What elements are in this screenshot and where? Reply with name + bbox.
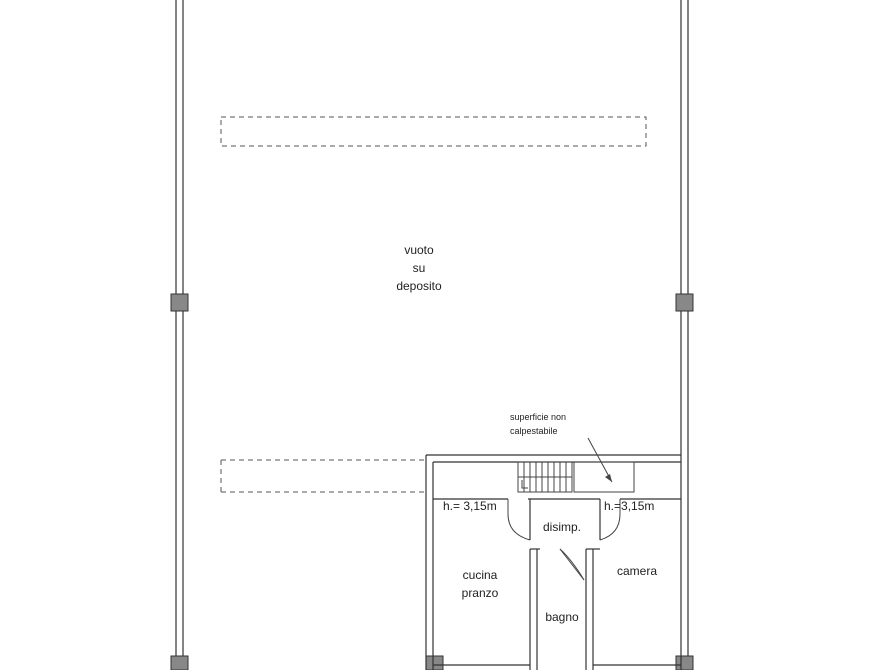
height-label-left: h.= 3,15m bbox=[443, 499, 497, 513]
stair bbox=[517, 461, 635, 493]
column-hatches bbox=[170, 293, 694, 670]
note-label-line2: calpestabile bbox=[510, 426, 558, 436]
note-leader bbox=[587, 437, 613, 483]
room-label-pranzo: pranzo bbox=[462, 586, 499, 600]
height-label-right: h.=3,15m bbox=[604, 499, 654, 513]
dashed-beams bbox=[220, 116, 647, 493]
void-label-line2: su bbox=[413, 261, 426, 275]
room-label-camera: camera bbox=[617, 564, 657, 578]
bathroom-walls bbox=[529, 548, 594, 670]
outer-walls bbox=[175, 0, 689, 670]
corridor-walls bbox=[433, 498, 681, 550]
room-label-disimp: disimp. bbox=[543, 520, 581, 534]
room-label-cucina: cucina bbox=[463, 568, 498, 582]
void-label-line1: vuoto bbox=[404, 243, 434, 257]
void-label-line3: deposito bbox=[396, 279, 442, 293]
note-label-line1: superficie non bbox=[510, 412, 566, 422]
room-label-bagno: bagno bbox=[545, 610, 579, 624]
